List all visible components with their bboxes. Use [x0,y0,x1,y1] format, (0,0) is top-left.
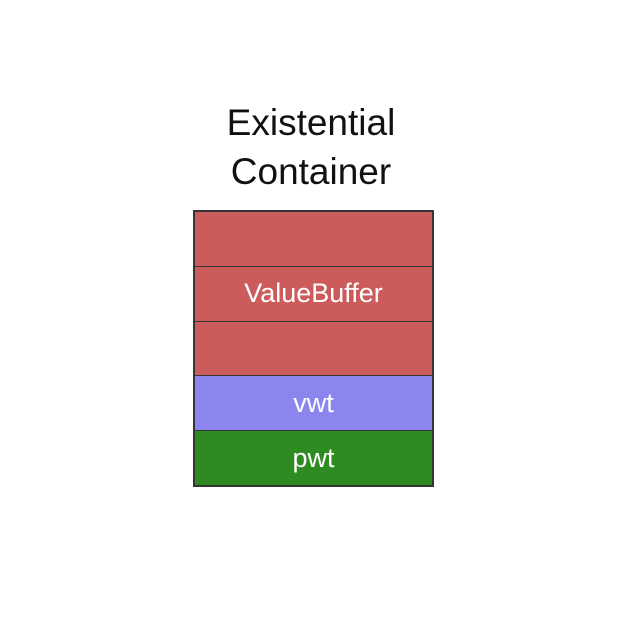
container-row-value-buffer-word-0 [195,212,432,267]
page-title: Existential Container [226,102,396,192]
row-label-vwt: vwt [293,387,334,418]
container-row-value-buffer-word-2 [195,321,432,377]
container-row-pwt: pwt [195,431,432,485]
row-label-pwt: pwt [292,442,335,473]
row-label-value-buffer: ValueBuffer [244,278,383,309]
existential-container-box: ValueBuffer vwt pwt [193,210,434,487]
container-row-vwt: vwt [195,376,432,432]
container-row-value-buffer: ValueBuffer [195,266,432,322]
